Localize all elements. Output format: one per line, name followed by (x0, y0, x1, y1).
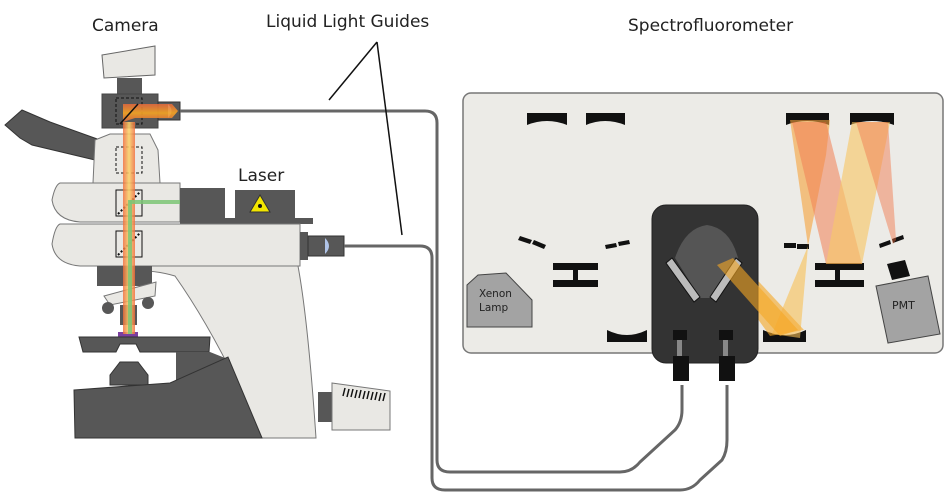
liquid-light-guides (180, 109, 729, 492)
holder-mirror-left (665, 257, 701, 303)
xenon-lamp (466, 272, 533, 328)
stage (78, 336, 211, 353)
camera-mount (117, 78, 142, 94)
holder-emission-beam (717, 258, 798, 336)
camera-body (101, 45, 156, 79)
lamp-housing (331, 382, 391, 431)
slit-3 (784, 243, 796, 248)
sample (118, 332, 138, 337)
pmt (875, 275, 941, 344)
microscope-base (73, 356, 263, 439)
side-port (300, 232, 308, 260)
grating-2-bottom (815, 280, 864, 287)
laser-label: Laser (238, 166, 284, 186)
xenon-lamp-label-line1: Xenon (479, 288, 512, 300)
guide-connector-right (719, 356, 735, 381)
xenon-lamp-label-line2: Lamp (479, 302, 509, 314)
grating-2-stem (835, 270, 840, 280)
filter-turret-lower (51, 223, 301, 267)
condenser (109, 361, 149, 386)
liquid-light-guides-label: Liquid Light Guides (266, 12, 429, 32)
grating-2-top (815, 263, 864, 270)
laser-beam-vertical (128, 200, 132, 334)
grating-1-top (553, 263, 598, 270)
pmt-label: PMT (892, 299, 915, 312)
lamp-connector (318, 392, 334, 422)
laser-shelf (180, 218, 313, 224)
microscope (4, 45, 391, 439)
mirror-5 (607, 330, 647, 342)
light-guide-upper (180, 109, 684, 474)
mirror-6 (763, 330, 806, 342)
guide-connector-left (673, 356, 689, 381)
spectrofluorometer-label: Spectrofluorometer (628, 16, 793, 36)
grating-1-stem (573, 270, 578, 280)
slit-2 (605, 243, 617, 249)
camera-label: Camera (92, 16, 159, 36)
emission-beam-to-coupler (123, 104, 178, 122)
slit-3b (797, 244, 809, 249)
side-coupler-lens-icon (325, 238, 329, 254)
label-pointers (328, 41, 403, 236)
slit-4b (892, 235, 904, 243)
light-guide-lower (344, 244, 729, 492)
pmt-window (887, 260, 910, 280)
slit-4 (879, 240, 891, 248)
grating-1-bottom (553, 280, 598, 287)
slit-2b (618, 240, 630, 246)
eyepiece (4, 109, 101, 161)
slit-1 (518, 236, 532, 244)
laser-warning-icon (249, 194, 271, 213)
laser-mount (180, 188, 225, 220)
slit-1b (532, 240, 546, 249)
sample-holder (651, 204, 798, 381)
mirror-2 (586, 113, 625, 125)
laser-beam-horizontal (130, 200, 180, 204)
mirror-1 (527, 113, 567, 125)
